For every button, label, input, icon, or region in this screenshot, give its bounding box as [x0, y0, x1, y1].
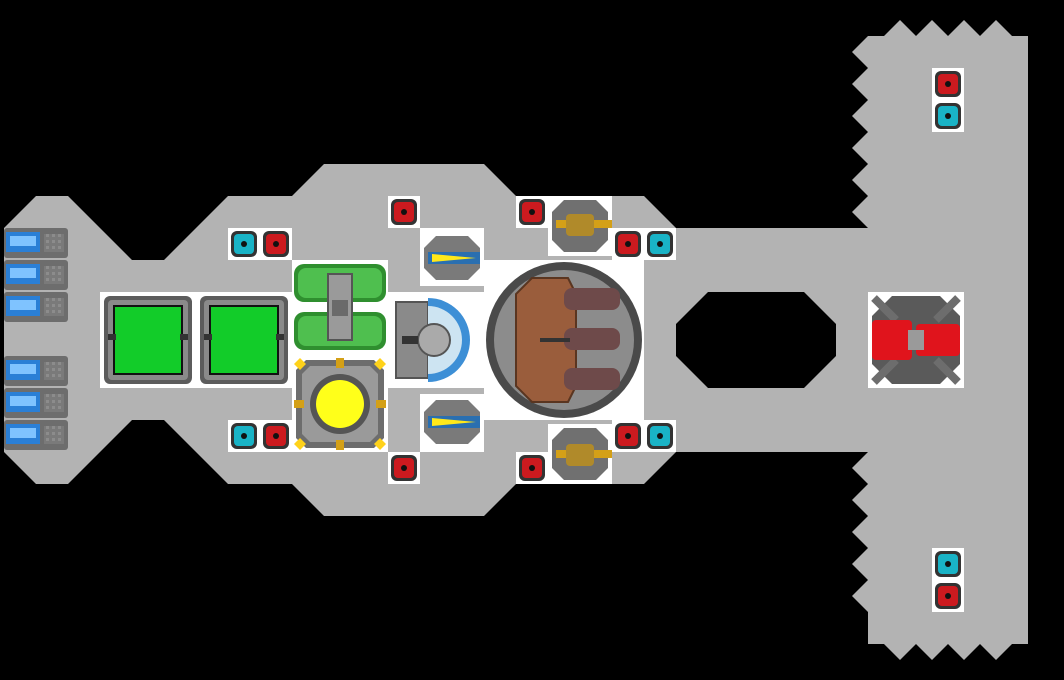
thruster-cell-icon[interactable] [4, 292, 68, 322]
thruster-bank-lower [4, 356, 68, 450]
green-tank-icon[interactable] [292, 260, 388, 356]
thruster-cell-icon[interactable] [4, 420, 68, 450]
reactor-core-icon[interactable] [292, 356, 388, 452]
red-node-icon[interactable] [260, 228, 292, 260]
red-node-icon[interactable] [612, 228, 644, 260]
red-node-icon[interactable] [932, 580, 964, 612]
cyan-node-icon[interactable] [932, 548, 964, 580]
thruster-cell-icon[interactable] [4, 260, 68, 290]
nodes [228, 68, 964, 612]
cargo-bay-icon[interactable] [196, 292, 292, 388]
cyan-node-icon[interactable] [228, 420, 260, 452]
missile-launcher-icon[interactable] [420, 228, 484, 286]
missile-launcher-icon[interactable] [420, 394, 484, 452]
cyan-node-icon[interactable] [644, 228, 676, 260]
main-cannon-icon[interactable] [484, 260, 644, 420]
cyan-node-icon[interactable] [228, 228, 260, 260]
thruster-cell-icon[interactable] [4, 356, 68, 386]
thruster-bank-upper [4, 228, 68, 322]
thruster-cell-icon[interactable] [4, 388, 68, 418]
cyan-node-icon[interactable] [932, 100, 964, 132]
hull-gap [676, 292, 836, 388]
red-node-icon[interactable] [612, 420, 644, 452]
gold-turret-icon[interactable] [548, 424, 612, 484]
shield-dome-icon[interactable] [388, 292, 484, 388]
red-engine-icon[interactable] [868, 292, 964, 388]
red-node-icon[interactable] [932, 68, 964, 100]
cyan-node-icon[interactable] [644, 420, 676, 452]
red-node-icon[interactable] [516, 196, 548, 228]
thruster-cell-icon[interactable] [4, 228, 68, 258]
cargo-bay-icon[interactable] [100, 292, 196, 388]
red-node-icon[interactable] [516, 452, 548, 484]
red-node-icon[interactable] [260, 420, 292, 452]
red-node-icon[interactable] [388, 196, 420, 228]
red-node-icon[interactable] [388, 452, 420, 484]
gold-turret-icon[interactable] [548, 196, 612, 256]
